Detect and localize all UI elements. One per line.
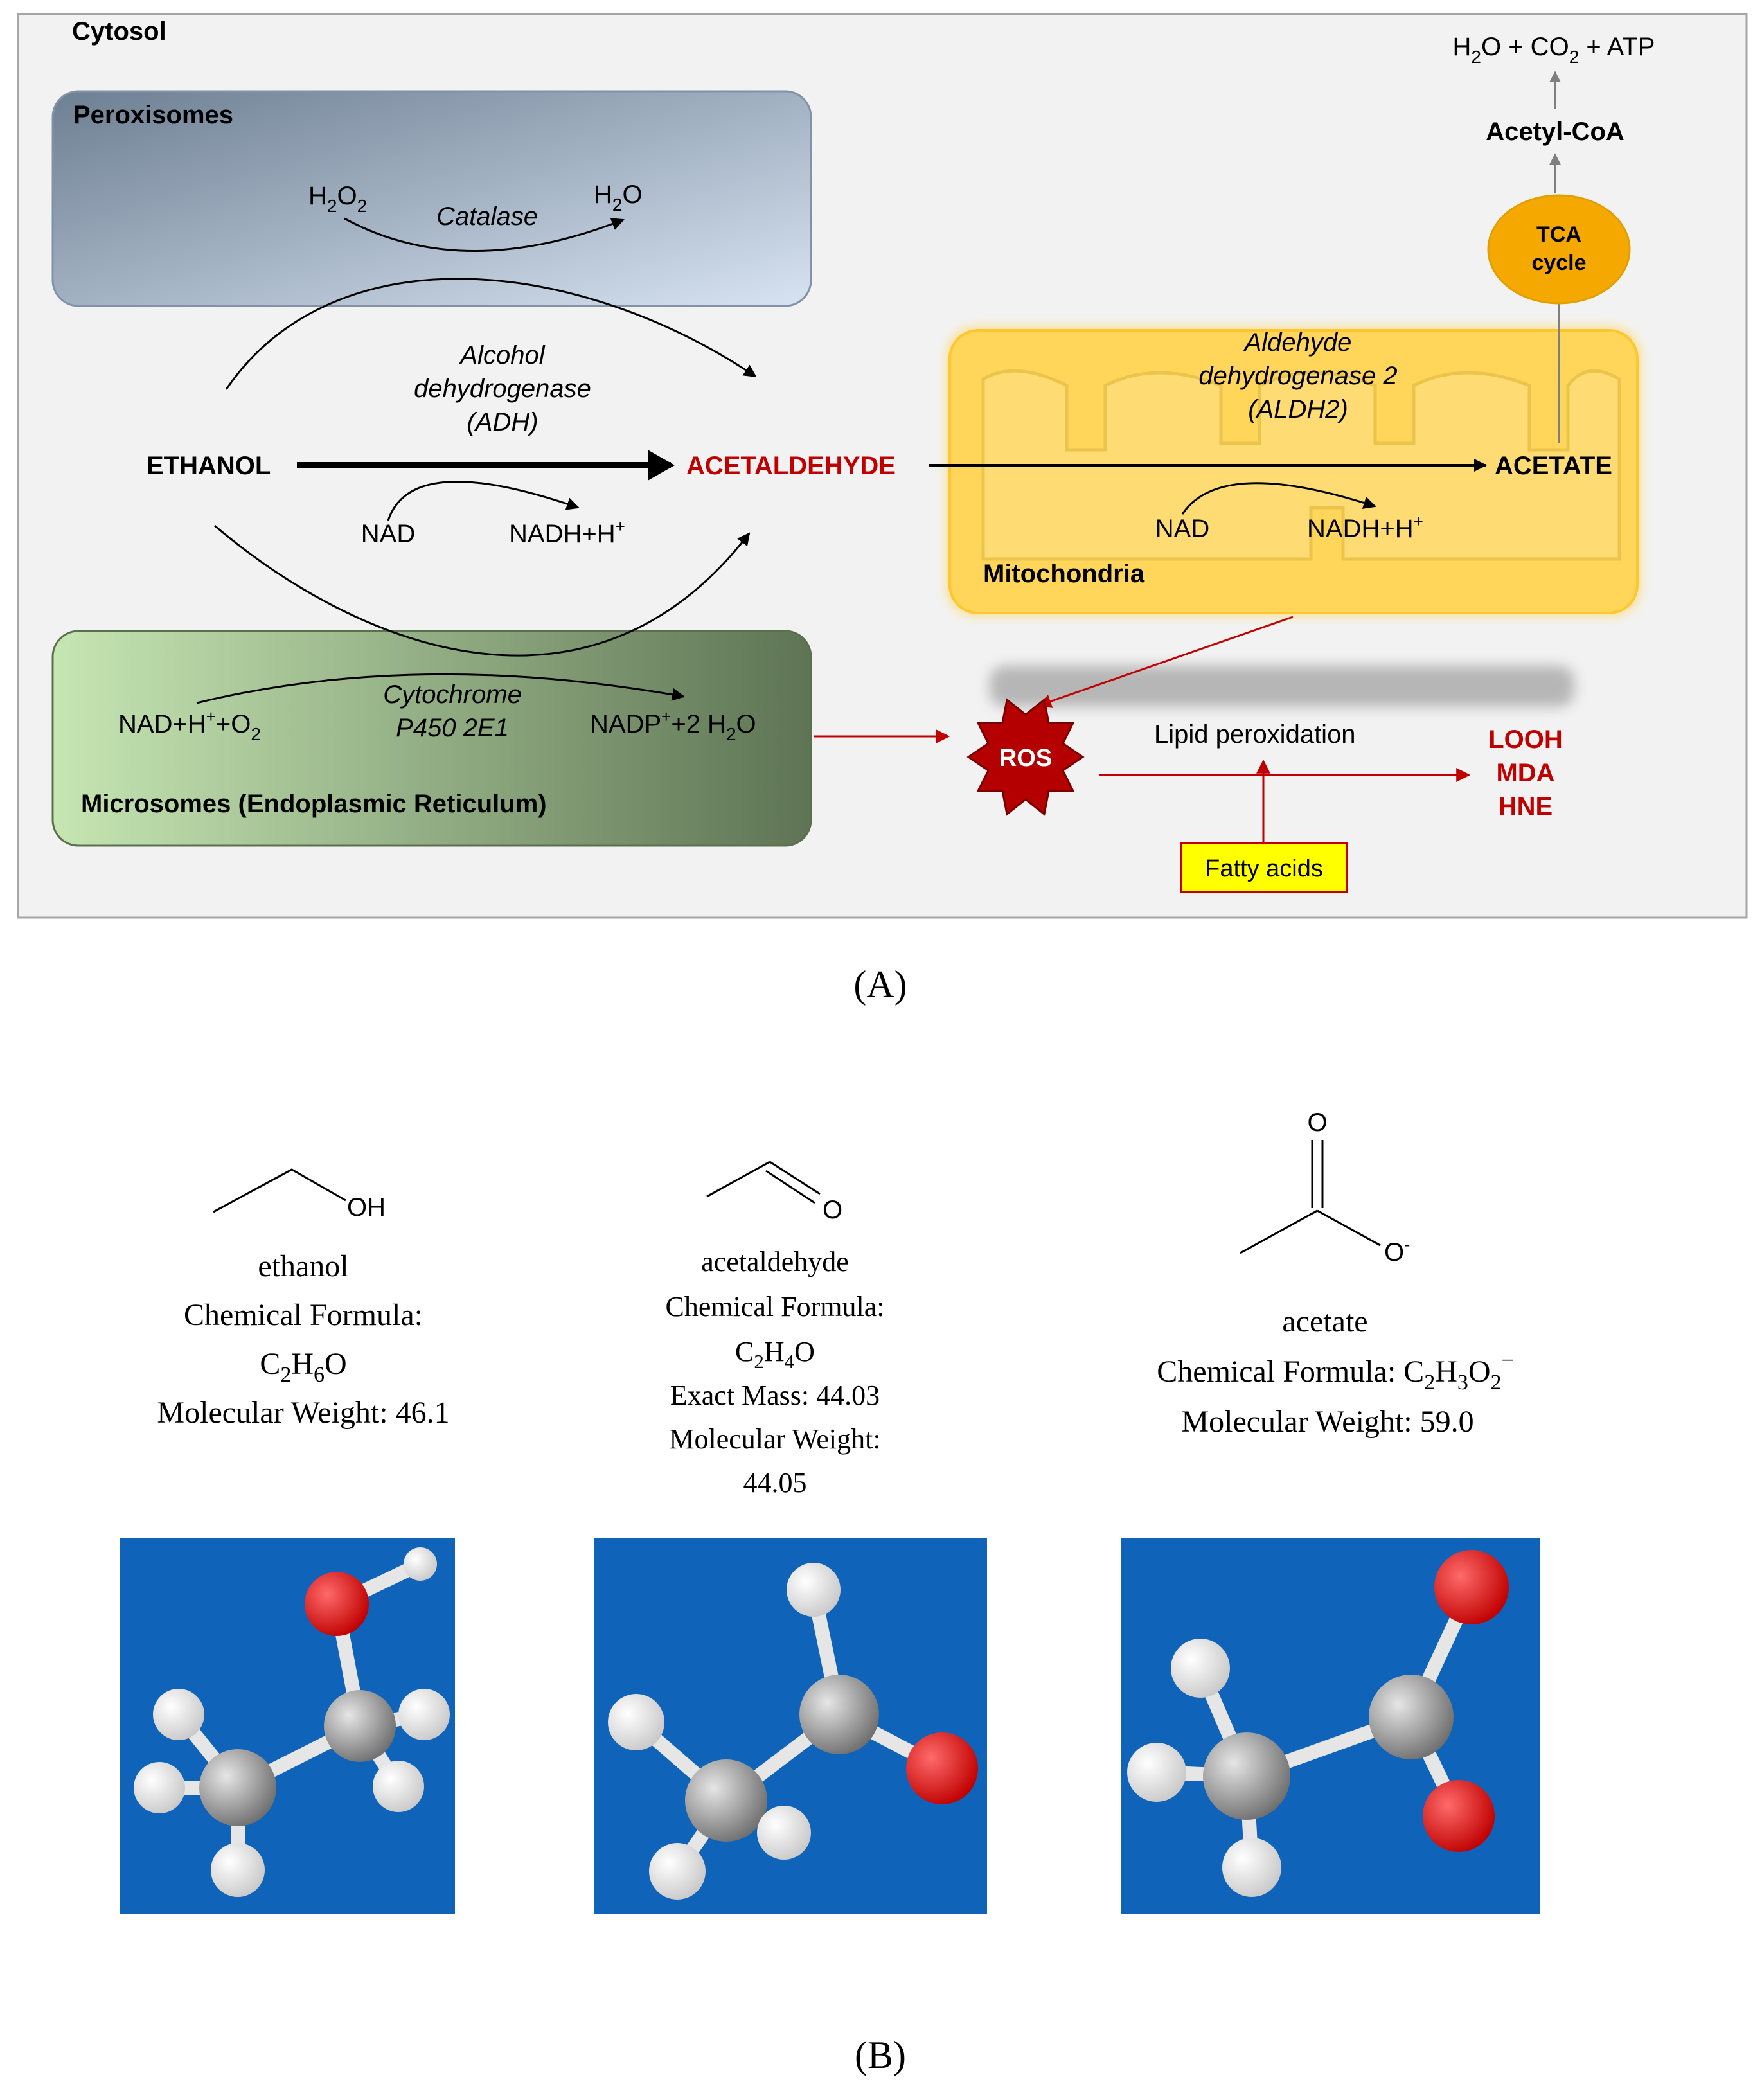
ethanol-mw: Molecular Weight: 46.1 [157,1396,449,1430]
mda-label: MDA [1496,759,1554,787]
final-products-label: H2O + CO2 + ATP [1453,33,1655,67]
panel-a-label: (A) [853,963,907,1006]
acetaldehyde-mw-label: Molecular Weight: [669,1423,880,1455]
acetate-3d-model [1121,1538,1540,1914]
panel-b-label: (B) [855,2034,906,2076]
hne-label: HNE [1499,792,1553,821]
ethanol-skeletal-structure [213,1168,346,1213]
h2o-label: H2O [594,181,643,215]
peroxisomes-label: Peroxisomes [73,101,233,129]
nad-right-arrow [1181,482,1376,515]
acetaldehyde-skeletal-structure [706,1161,770,1198]
acetate-bond-ominus [1317,1209,1381,1247]
acetaldehyde-formula-label: Chemical Formula: [666,1291,885,1322]
tca-line-2: cycle [1531,251,1586,275]
acetate-o-minus: O- [1384,1234,1410,1267]
catalase-arrow [344,217,625,252]
acetaldehyde-exact-mass: Exact Mass: 44.03 [670,1380,880,1411]
microsomes-label: Microsomes (Endoplasmic Reticulum) [81,790,547,818]
acetate-formula: Chemical Formula: C2H3O2− [1157,1349,1513,1394]
microsome-route-arrow [214,524,751,657]
microsome-right-label: NADP++2 H2O [590,707,756,744]
aldh-line-2: dehydrogenase 2 [1198,362,1397,390]
ethanol-label: ETHANOL [147,452,271,480]
cyp-line-2: P450 2E1 [396,714,509,742]
acetaldehyde-label: ACETALDEHYDE [686,452,896,480]
mito-to-ros-arrow [1037,616,1294,708]
ethanol-oh: OH [347,1193,386,1222]
cyp-line-1: Cytochrome [383,681,522,709]
catalase-label: Catalase [436,202,538,231]
ros-star [966,698,1085,816]
nad-right-label: NAD [1155,515,1209,543]
panel-b: OH ethanol Chemical Formula: C2H6O Molec… [120,1108,1540,2076]
ethanol-3d-model [120,1538,455,1914]
adh-line-1: Alcohol [459,341,545,369]
nadh-right-label: NADH+H+ [1307,512,1423,543]
acetate-mw: Molecular Weight: 59.0 [1181,1405,1473,1439]
acetate-label: ACETATE [1495,452,1612,480]
cytosol-label: Cytosol [72,17,166,46]
cyp-arrow [196,673,685,704]
aldh-line-3: (ALDH2) [1248,395,1348,423]
ethanol-name: ethanol [258,1249,348,1283]
acetaldehyde-double-bond-2 [765,1170,815,1204]
acetate-name: acetate [1282,1304,1367,1339]
acetaldehyde-o: O [823,1196,842,1224]
fatty-acids-label: Fatty acids [1205,855,1323,882]
ethanol-formula: C2H6O [260,1347,346,1387]
acetaldehyde-formula: C2H4O [735,1336,815,1373]
peroxisome-route-arrow [225,278,757,390]
microsomes-box [51,630,812,847]
ethanol-formula-label: Chemical Formula: [184,1298,423,1332]
lipid-peroxidation-label: Lipid peroxidation [1154,720,1356,749]
mitochondria-label: Mitochondria [983,560,1145,588]
looh-label: LOOH [1488,725,1563,754]
nad-left-label: NAD [361,520,415,548]
h2o2-label: H2O2 [308,182,367,216]
acetate-bond-methyl [1240,1209,1318,1254]
ros-label: ROS [999,745,1052,772]
acetaldehyde-name: acetaldehyde [701,1246,849,1277]
peroxisomes-box [51,90,812,307]
adh-line-2: dehydrogenase [414,375,591,403]
tca-cycle [1487,194,1631,305]
acetaldehyde-double-bond-1 [769,1161,821,1195]
membrane-shadow [990,666,1574,707]
nadh-left-label: NADH+H+ [509,517,625,548]
acetaldehyde-mw-value: 44.05 [743,1467,807,1499]
acetyl-coa-label: Acetyl-CoA [1486,118,1624,146]
panel-a: Cytosol Peroxisomes H2O2 Catalase H2O Al… [17,13,1748,1006]
adh-line-3: (ADH) [467,408,538,436]
aldh-line-1: Aldehyde [1243,328,1352,357]
tca-line-1: TCA [1536,222,1581,247]
nad-left-arrow [387,481,580,521]
acetate-o-top: O [1307,1108,1327,1137]
fatty-acids-box [1180,842,1348,893]
acetaldehyde-3d-model [594,1538,987,1914]
microsome-left-label: NAD+H++O2 [118,707,261,744]
ethanol-arrowhead [648,450,675,481]
